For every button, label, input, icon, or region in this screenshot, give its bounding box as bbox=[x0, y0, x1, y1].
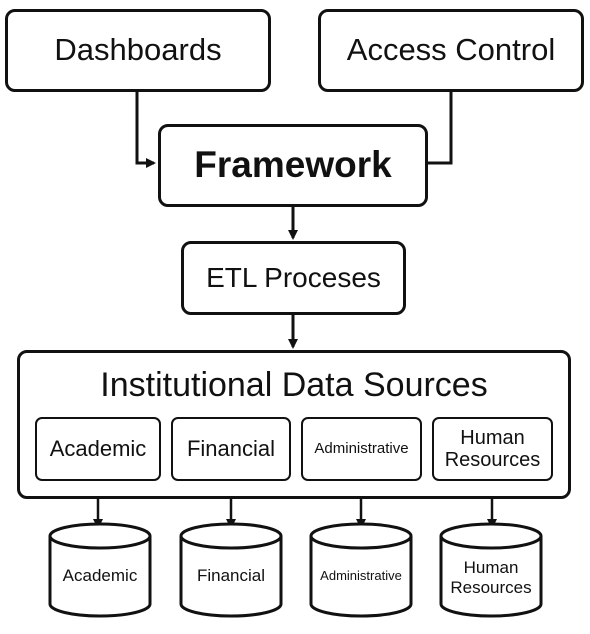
source-financial-box: Financial bbox=[171, 417, 291, 481]
database-cylinder-academic bbox=[48, 522, 152, 618]
source-financial-label: Financial bbox=[186, 435, 276, 461]
dashboards-label: Dashboards bbox=[54, 32, 222, 68]
database-cylinder-administrative bbox=[309, 522, 413, 618]
dashboards-box: Dashboards bbox=[5, 9, 271, 92]
etl-processes-box: ETL Proceses bbox=[181, 241, 406, 315]
database-financial-label: Financial bbox=[196, 566, 266, 585]
database-academic-label: Academic bbox=[62, 566, 138, 585]
database-cylinder-financial bbox=[179, 522, 283, 618]
source-human-resources-line2: Resources bbox=[444, 449, 541, 471]
framework-box: Framework bbox=[158, 124, 428, 207]
database-human-resources-line2: Resources bbox=[450, 577, 532, 597]
source-academic-box: Academic bbox=[35, 417, 161, 481]
source-administrative-label: Administrative bbox=[314, 439, 409, 457]
source-human-resources-box: Human Resources bbox=[432, 417, 553, 481]
database-human-resources-label: Human Resources bbox=[441, 558, 541, 597]
access-control-label: Access Control bbox=[346, 32, 556, 68]
source-human-resources-line1: Human bbox=[460, 427, 525, 449]
source-administrative-box: Administrative bbox=[301, 417, 422, 481]
database-human-resources-line1: Human bbox=[463, 558, 519, 577]
source-academic-label: Academic bbox=[49, 435, 147, 461]
database-administrative-label: Administrative bbox=[320, 568, 402, 583]
database-cylinder-human-resources bbox=[439, 522, 543, 618]
etl-processes-label: ETL Proceses bbox=[206, 261, 381, 293]
source-human-resources-label: Human Resources bbox=[445, 427, 541, 471]
arrow-dashboards-to-framework bbox=[135, 92, 156, 168]
institutional-data-sources-title: Institutional Data Sources bbox=[100, 366, 488, 404]
connector-access-to-framework bbox=[428, 92, 453, 165]
access-control-box: Access Control bbox=[318, 9, 584, 92]
framework-label: Framework bbox=[194, 144, 392, 186]
